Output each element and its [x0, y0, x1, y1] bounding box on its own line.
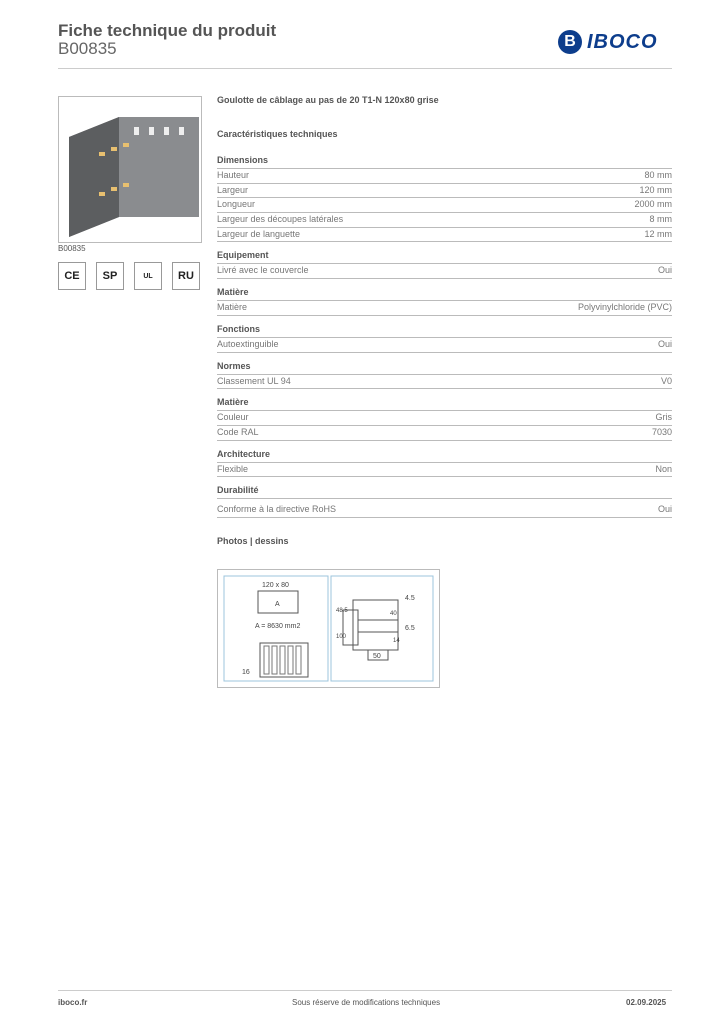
spec-value: 80 mm [644, 170, 672, 180]
spec-label: Largeur [217, 184, 249, 195]
logo-mark-icon: B [558, 30, 582, 54]
spec-label: Largeur des découpes latérales [217, 214, 344, 225]
spec-label: Largeur de languette [217, 228, 301, 239]
technical-drawing: 120 x 80 A A = 8630 mm2 16 4.5 6.5 50 10… [217, 569, 440, 688]
spec-value: V0 [660, 375, 672, 386]
spec-label: Longueur [217, 199, 256, 210]
dim-label: 14 [393, 638, 400, 644]
logo-wordmark: IBOCO [587, 30, 658, 53]
drawing-area-label: A = 8630 mm2 [255, 623, 300, 630]
spec-group-title: Matière [217, 397, 672, 412]
spec-row: Conforme à la directive RoHS Oui [217, 503, 672, 518]
product-image-caption: B00835 [58, 244, 86, 253]
csa-mark-icon: SP [96, 262, 124, 290]
spec-label: Classement UL 94 [217, 375, 291, 386]
footer-date: 02.09.2025 [626, 998, 667, 1007]
spec-row: Hauteur 80 mm [217, 169, 672, 184]
spec-row: Flexible Non [217, 463, 672, 478]
spec-label: Matière [217, 302, 248, 313]
spec-value: Gris [655, 412, 673, 423]
spec-group-title: Equipement [217, 250, 672, 265]
spec-value: Non [655, 463, 672, 474]
spec-row: Livré avec le couvercle Oui [217, 264, 672, 280]
dim-label: 4.5 [405, 595, 415, 602]
spec-value: Polyvinylchloride (PVC) [577, 302, 672, 313]
spec-row: Largeur des découpes latérales 8 mm [217, 213, 672, 228]
section-title: Caractéristiques techniques [217, 129, 338, 139]
spec-group-title: Matière [217, 287, 672, 302]
spec-value: 7030 [651, 426, 672, 437]
dim-label: 6.5 [405, 625, 415, 632]
spec-label: Livré avec le couvercle [217, 265, 309, 276]
ul-recognized-icon: RU [172, 262, 200, 290]
product-description: Goulotte de câblage au pas de 20 T1-N 12… [217, 95, 439, 105]
footer-notice: Sous réserve de modifications techniques [292, 998, 441, 1007]
ul-listed-icon: UL [134, 262, 162, 290]
spec-row: Autoextinguible Oui [217, 338, 672, 353]
dim-label: 48.5 [336, 608, 348, 614]
certification-marks: CE SP UL RU [58, 262, 200, 290]
spec-column: Goulotte de câblage au pas de 20 T1-N 12… [217, 95, 672, 546]
spec-label: Hauteur [217, 170, 250, 180]
spec-group-title: Dimensions [217, 155, 672, 169]
header-divider [58, 68, 672, 69]
spec-value: 12 mm [644, 228, 672, 239]
spec-row: Classement UL 94 V0 [217, 375, 672, 390]
spec-value: Oui [657, 504, 672, 515]
page-title: Fiche technique du produit [58, 21, 277, 40]
ce-mark-icon: CE [58, 262, 86, 290]
spec-label: Code RAL [217, 426, 259, 437]
dim-label: 100 [336, 634, 347, 640]
footer-divider [58, 990, 672, 991]
drawing-pitch-label: 16 [242, 669, 250, 676]
drawing-area-letter: A [275, 601, 280, 608]
spec-group-title: Normes [217, 361, 672, 375]
product-sku: B00835 [58, 39, 117, 58]
spec-value: 2000 mm [634, 199, 672, 210]
spec-value: Oui [657, 265, 672, 276]
footer-site: iboco.fr [58, 998, 88, 1007]
photos-title: Photos | dessins [217, 535, 289, 546]
spec-group-title: Fonctions [217, 324, 672, 338]
iboco-logo: B IBOCO [558, 30, 658, 54]
spec-group-title: Durabilité [217, 485, 672, 500]
dim-label: 50 [373, 653, 381, 660]
product-image [58, 96, 202, 243]
spec-value: Oui [657, 338, 672, 349]
dim-label: 40 [390, 611, 397, 617]
spec-row: Largeur de languette 12 mm [217, 228, 672, 243]
spec-label: Couleur [217, 412, 249, 423]
spec-value: 120 mm [639, 184, 672, 195]
spec-group-title: Architecture [217, 449, 672, 463]
spec-label: Autoextinguible [217, 338, 279, 349]
drawing-size-label: 120 x 80 [262, 582, 289, 589]
spec-row: Matière Polyvinylchloride (PVC) [217, 301, 672, 316]
spec-label: Conforme à la directive RoHS [217, 504, 337, 515]
spec-value: 8 mm [649, 214, 673, 225]
spec-row: Couleur Gris [217, 411, 672, 426]
spec-row: Largeur 120 mm [217, 184, 672, 199]
spec-label: Flexible [217, 463, 249, 474]
spec-row: Longueur 2000 mm [217, 198, 672, 214]
spec-row: Code RAL 7030 [217, 426, 672, 441]
